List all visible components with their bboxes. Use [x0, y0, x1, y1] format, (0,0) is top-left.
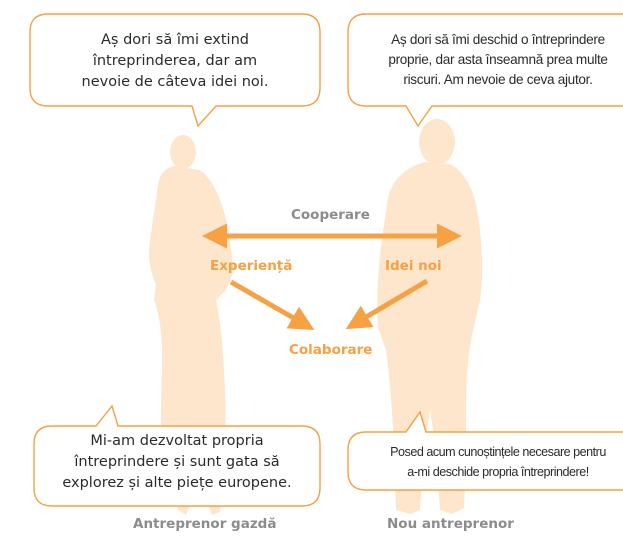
- host-entrepreneur-caption: Antreprenor gazdă: [133, 516, 277, 532]
- bubble-top-right: [347, 13, 623, 128]
- experience-arrow: [229, 279, 315, 330]
- bubble-bottom-left: [33, 404, 321, 507]
- bubble-bottom-right: [347, 410, 623, 491]
- text-line: proprie, dar asta înseamnă prea multe: [388, 52, 608, 67]
- text-line: explorez și alte piețe europene.: [62, 475, 292, 491]
- experience-label: Experiență: [210, 258, 293, 274]
- new-entrepreneur-caption: Nou antreprenor: [387, 516, 514, 532]
- text-line: riscuri. Am nevoie de ceva ajutor.: [403, 72, 593, 87]
- text-line: a-mi deschide propria întreprindere!: [407, 465, 589, 479]
- text-line: Mi-am dezvoltat propria: [90, 433, 264, 449]
- bubble-bottom-left-text: Mi-am dezvoltat propria întreprindere și…: [34, 431, 320, 494]
- right-person-silhouette: [377, 119, 483, 514]
- text-line: Aș dori să îmi deschid o întreprindere: [391, 32, 605, 47]
- new-ideas-arrow: [345, 278, 429, 330]
- new-ideas-label: Idei noi: [385, 258, 442, 274]
- text-line: întreprinderea, dar am: [92, 53, 258, 69]
- text-line: întreprindere și sunt gata să: [74, 454, 280, 470]
- text-line: Posed acum cunoștințele necesare pentru: [390, 445, 606, 459]
- bubble-top-right-text: Aș dori să îmi deschid o întreprindere p…: [348, 30, 623, 90]
- bubble-bottom-right-text: Posed acum cunoștințele necesare pentru …: [348, 442, 623, 482]
- text-line: Aș dori să îmi extind: [101, 32, 249, 48]
- bubble-top-left: [29, 13, 321, 128]
- collaboration-label: Colaborare: [289, 342, 373, 358]
- cooperation-label: Cooperare: [291, 207, 370, 223]
- bubble-top-left-text: Aș dori să îmi extind întreprinderea, da…: [30, 30, 320, 93]
- text-line: nevoie de câteva idei noi.: [81, 74, 269, 90]
